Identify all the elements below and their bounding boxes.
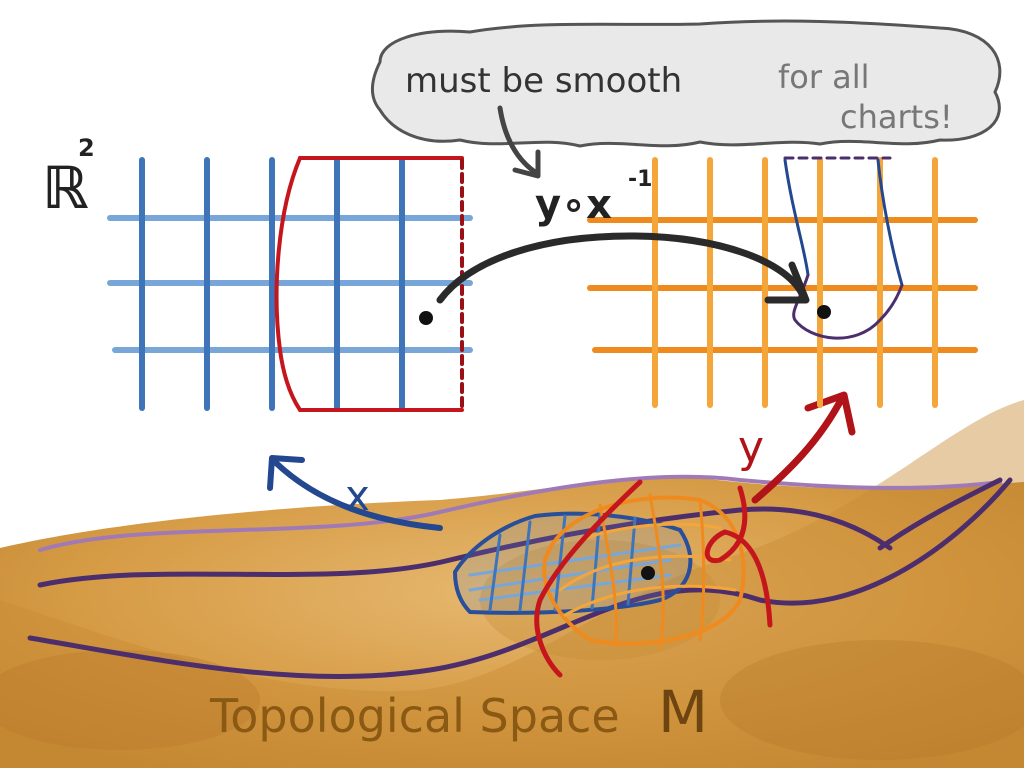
left-chart-grid xyxy=(107,157,473,411)
right-chart-grid xyxy=(587,157,978,408)
transition-arrow xyxy=(436,232,810,304)
x-map-arrow xyxy=(267,455,443,531)
red-overlap-boundary xyxy=(534,479,773,678)
right-point xyxy=(817,305,831,319)
manifold-symbol: M xyxy=(658,678,708,746)
orange-chart-patch xyxy=(542,493,746,650)
transition-label: y∘x xyxy=(535,182,612,228)
callout-bubble xyxy=(371,19,1002,179)
blue-chart-patch xyxy=(452,511,693,615)
left-point xyxy=(419,311,433,325)
callout-text-tail-2: charts! xyxy=(840,98,953,136)
transition-superscript: -1 xyxy=(628,167,652,192)
callout-text-tail-1: for all xyxy=(778,58,870,96)
right-image-region xyxy=(783,156,904,340)
manifold-point xyxy=(641,566,655,580)
callout-text-main: must be smooth xyxy=(405,61,682,101)
y-map-label: y xyxy=(738,422,764,473)
x-map-label: x xyxy=(345,471,370,520)
left-space-superscript: 2 xyxy=(78,134,95,162)
left-image-region xyxy=(274,156,464,412)
manifold-label: Topological Space xyxy=(209,689,620,743)
left-space-label: ℝ xyxy=(42,154,88,222)
